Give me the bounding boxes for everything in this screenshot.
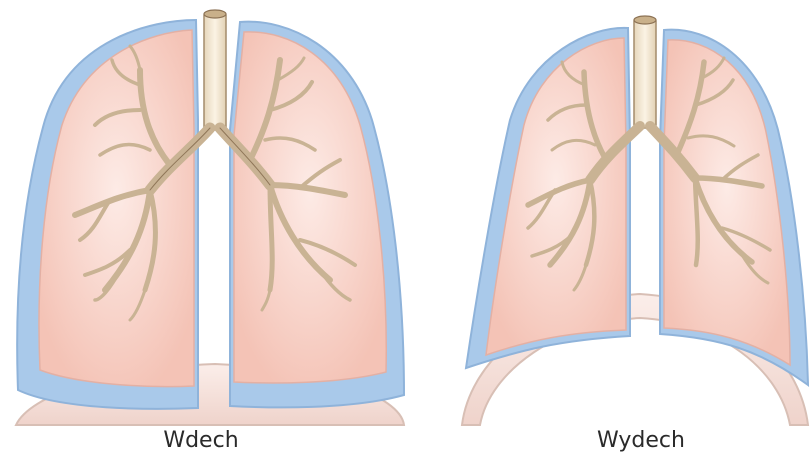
trachea-opening	[634, 16, 656, 24]
caption-inhale: Wdech	[81, 428, 321, 453]
inhale-panel	[16, 10, 404, 425]
exhale-panel	[462, 16, 808, 425]
trachea	[634, 18, 656, 128]
trachea-opening	[204, 10, 226, 18]
trachea	[204, 12, 226, 130]
caption-exhale: Wydech	[521, 428, 761, 453]
